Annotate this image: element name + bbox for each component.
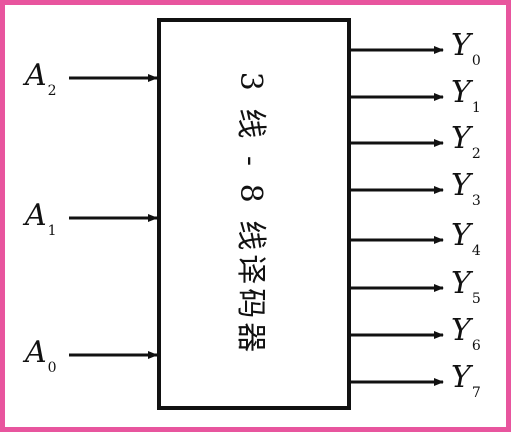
output-label-y3: Y3 xyxy=(451,168,481,209)
decoder-block-label: 3 线 - 8 线译码器 xyxy=(233,71,268,357)
input-label-a2: A2 xyxy=(25,58,57,99)
output-label-y2: Y2 xyxy=(451,121,481,162)
input-label-a0: A0 xyxy=(25,335,57,376)
output-label-y1: Y1 xyxy=(451,75,481,116)
output-label-y6: Y6 xyxy=(451,313,481,354)
output-label-y4: Y4 xyxy=(451,218,481,259)
connection-arrows xyxy=(69,46,444,386)
decoder-block: 3 线 - 8 线译码器 xyxy=(157,18,351,410)
output-label-y5: Y5 xyxy=(451,266,481,307)
output-label-y0: Y0 xyxy=(451,28,481,69)
output-label-y7: Y7 xyxy=(451,360,481,401)
input-label-a1: A1 xyxy=(25,198,57,239)
